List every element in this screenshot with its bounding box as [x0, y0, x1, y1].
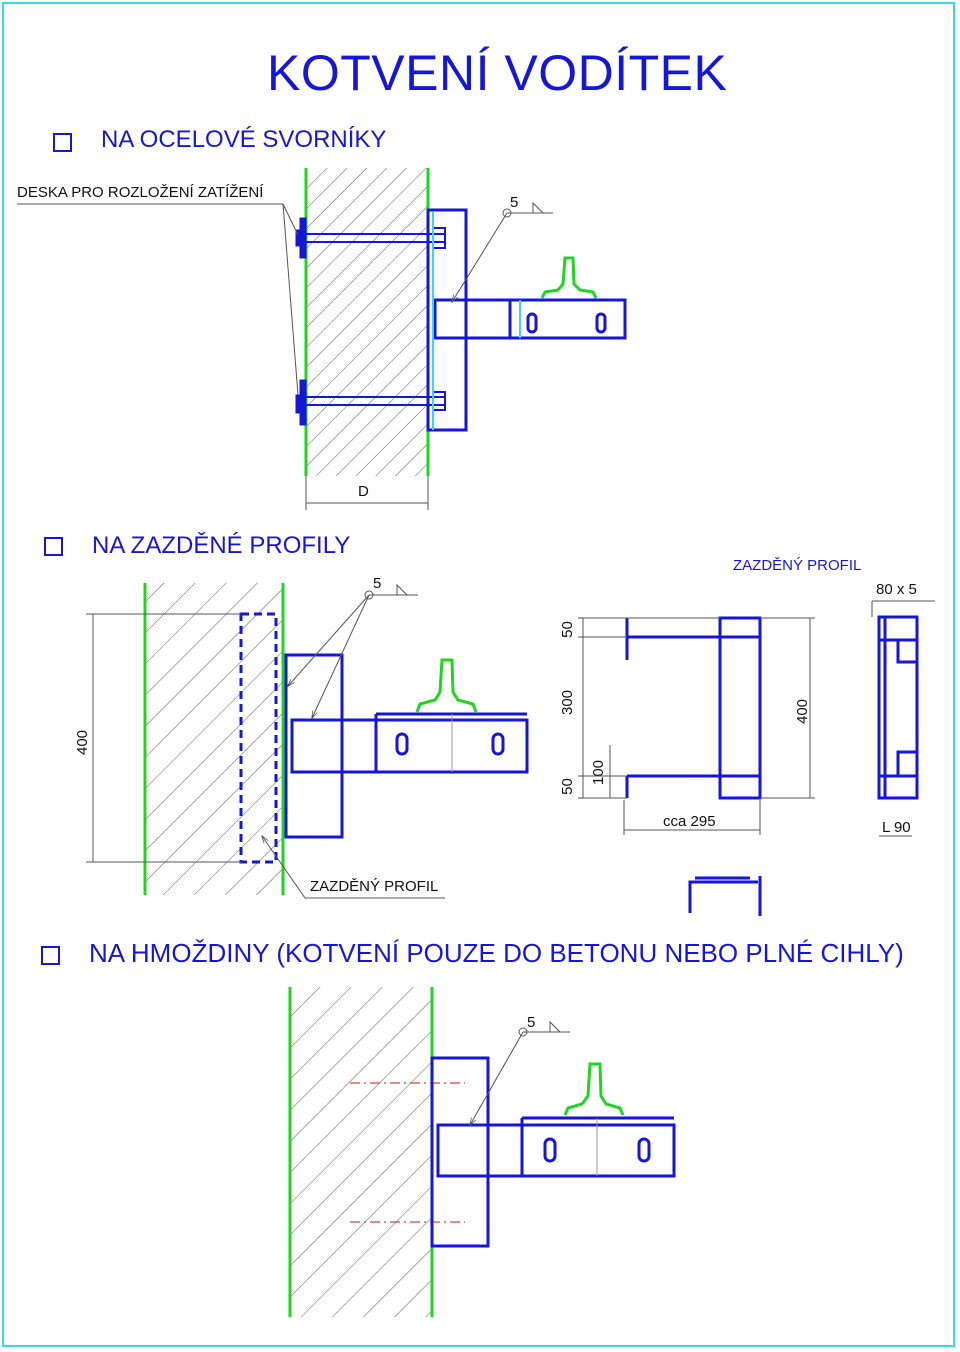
section-title-embedded-profiles: NA ZAZDĚNÉ PROFILY [92, 532, 351, 559]
checkbox-section-3[interactable] [41, 946, 60, 965]
dim-width-cca: cca 295 [663, 813, 716, 830]
label-embedded-profile-top: ZAZDĚNÝ PROFIL [733, 557, 862, 574]
label-load-plate: DESKA PRO ROZLOŽENÍ ZATÍŽENÍ [17, 184, 264, 201]
dimension-d [305, 476, 429, 510]
wall-section-3 [288, 987, 434, 1317]
page-title: KOTVENÍ VODÍTEK [267, 45, 728, 101]
dim-angle: L 90 [882, 819, 911, 836]
profile-leader-bottom [262, 836, 445, 899]
wall-section-1 [304, 168, 430, 476]
label-embedded-profile-bottom: ZAZDĚNÝ PROFIL [310, 878, 439, 895]
section-title-steel-bolts: NA OCELOVÉ SVORNÍKY [101, 126, 387, 153]
steel-bolts [306, 227, 446, 411]
bracket-3 [430, 1056, 676, 1248]
load-plates [295, 217, 307, 426]
guide-rail-3 [563, 1062, 625, 1116]
flat-bar-detail [877, 615, 919, 800]
checkbox-section-1[interactable] [53, 133, 72, 152]
weld-symbol-2 [288, 583, 418, 718]
section-title-anchors: NA HMOŽDINY (KOTVENÍ POUZE DO BETONU NEB… [89, 938, 904, 968]
dim-flat-bar: 80 x 5 [876, 581, 917, 598]
dim-wall-thickness: D [358, 483, 369, 500]
flat-bar-dims [871, 600, 935, 837]
guide-rail-2 [415, 658, 478, 713]
bracket-2 [284, 653, 529, 839]
load-plate-leaders [17, 203, 299, 396]
embedded-profile-dashed [239, 612, 278, 864]
angle-profile-icon [688, 876, 762, 916]
wall-section-2 [143, 583, 285, 895]
checkbox-section-2[interactable] [44, 537, 63, 556]
dim-weld-1: 5 [510, 194, 519, 211]
weld-symbol-3 [470, 1020, 570, 1125]
profile-dimensions [578, 617, 815, 835]
bracket-1 [426, 208, 627, 432]
guide-rail-1 [540, 256, 598, 299]
dim-weld-2: 5 [373, 575, 382, 592]
profile-detail [625, 616, 762, 800]
weld-symbol-1 [452, 201, 553, 302]
dimension-400-left [86, 613, 241, 863]
anchor-axes [350, 1082, 465, 1223]
dim-weld-3: 5 [527, 1014, 536, 1031]
